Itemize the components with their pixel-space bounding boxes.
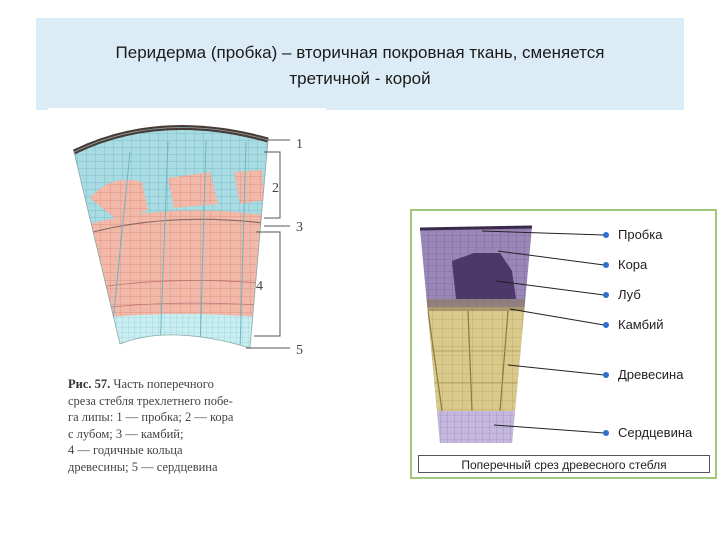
- title-line-2: третичной - корой: [289, 69, 431, 88]
- title-banner: Перидерма (пробка) – вторичная покровная…: [36, 18, 684, 110]
- caption-line-6: древесины; 5 — сердцевина: [68, 459, 218, 474]
- left-figure-caption: Рис. 57. Часть поперечного среза стебля …: [68, 376, 293, 475]
- label-phloem: Луб: [618, 287, 641, 302]
- left-num-3: 3: [296, 220, 303, 235]
- caption-line-5: 4 — годичные кольца: [68, 443, 183, 457]
- caption-line-2: среза стебля трехлетнего побе-: [68, 393, 233, 408]
- right-figure-frame: Пробка Кора Луб Камбий Древесина Сердцев…: [410, 209, 717, 479]
- caption-line-3: га липы: 1 — пробка; 2 — кора: [68, 410, 234, 424]
- stem-section-illustration-right: [419, 225, 609, 443]
- left-num-4: 4: [256, 279, 263, 294]
- caption-figure-label: Рис. 57.: [68, 377, 111, 391]
- label-cork: Пробка: [618, 227, 663, 242]
- label-pith: Сердцевина: [618, 425, 693, 440]
- label-cortex: Кора: [618, 257, 648, 272]
- title-line-1: Перидерма (пробка) – вторичная покровная…: [115, 43, 605, 62]
- caption-line-4: с лубом; 3 — камбий;: [68, 426, 184, 441]
- caption-text-1: Часть поперечного: [113, 377, 214, 391]
- caption-line-1: Рис. 57. Часть поперечного: [68, 376, 293, 393]
- right-figure-caption: Поперечный срез древесного стебля: [418, 455, 710, 473]
- left-num-1: 1: [296, 137, 303, 152]
- stem-section-illustration-left: 1 2 3 4 5: [72, 125, 303, 358]
- title-strip: [48, 108, 326, 114]
- label-cambium: Камбий: [618, 317, 664, 332]
- left-num-2: 2: [272, 181, 279, 196]
- label-wood: Древесина: [618, 367, 684, 382]
- left-num-5: 5: [296, 343, 303, 358]
- slide-title: Перидерма (пробка) – вторичная покровная…: [36, 40, 684, 92]
